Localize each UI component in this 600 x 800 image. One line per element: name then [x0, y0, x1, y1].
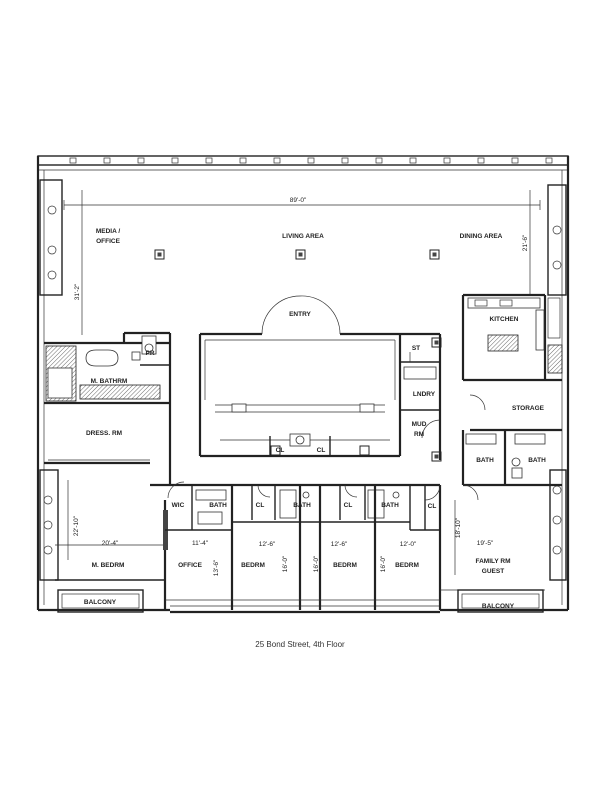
dim-family-depth: 18'-10" [455, 517, 462, 538]
label-cl-5: CL [428, 503, 437, 510]
label-m-bedrm: M. BEDRM [92, 562, 125, 569]
label-cl-4: CL [344, 502, 353, 509]
label-bedrm-2: BEDRM [333, 562, 357, 569]
label-cl-1: CL [276, 447, 285, 454]
dim-bedrm-1-width: 12'-6" [259, 541, 276, 548]
dimension-labels: 89'-0" 31'-2" 21'-6" 22'-10" 20'-4" 11'-… [73, 197, 529, 576]
dim-bedrm-2-depth: 16'-0" [313, 555, 320, 572]
label-entry: ENTRY [289, 311, 311, 318]
dim-family-width: 19'-5" [477, 540, 494, 547]
dim-m-bedrm-width: 20'-4" [102, 540, 119, 547]
label-living-area: LIVING AREA [282, 233, 324, 240]
label-bath-2: BATH [293, 502, 311, 509]
dim-left-depth: 31'-2" [74, 283, 81, 300]
dim-bedrm-1-depth: 16'-0" [282, 555, 289, 572]
label-bath-right-2: BATH [528, 457, 546, 464]
label-st: ST [412, 345, 420, 352]
label-bath-1: BATH [209, 502, 227, 509]
exterior-walls [36, 155, 570, 614]
plan-caption: 25 Bond Street, 4th Floor [255, 640, 345, 649]
label-media-office-2: OFFICE [96, 238, 120, 245]
dim-office-depth: 13'-6" [213, 559, 220, 576]
label-dining-area: DINING AREA [460, 233, 503, 240]
label-lndry: LNDRY [413, 391, 436, 398]
label-bedrm-1: BEDRM [241, 562, 265, 569]
label-balcony-right: BALCONY [482, 603, 515, 610]
balconies [57, 589, 544, 613]
label-media-office-1: MEDIA / [96, 228, 121, 235]
label-wic: WIC [172, 502, 185, 509]
columns [154, 249, 442, 462]
label-kitchen: KITCHEN [490, 316, 519, 323]
dim-bedrm-3-depth: 16'-0" [380, 555, 387, 572]
label-dress-rm: DRESS. RM [86, 430, 122, 437]
label-mud-rm-2: RM [414, 431, 424, 438]
label-cl-3: CL [256, 502, 265, 509]
label-bath-right-1: BATH [476, 457, 494, 464]
label-office: OFFICE [178, 562, 202, 569]
interior-walls [44, 190, 562, 610]
dim-m-bedrm-depth: 22'-10" [73, 515, 80, 536]
label-balcony-left: BALCONY [84, 599, 117, 606]
dim-bedrm-3-width: 12'-0" [400, 541, 417, 548]
facade-details [39, 179, 567, 581]
dim-right-depth: 21'-6" [522, 234, 529, 251]
label-cl-2: CL [317, 447, 326, 454]
label-storage: STORAGE [512, 405, 545, 412]
label-mud-rm-1: MUD [412, 421, 427, 428]
dim-bedrm-2-width: 12'-6" [331, 541, 348, 548]
label-bedrm-3: BEDRM [395, 562, 419, 569]
label-bath-3: BATH [381, 502, 399, 509]
label-guest: GUEST [482, 568, 504, 575]
label-family-rm: FAMILY RM [475, 558, 510, 565]
label-pr: PR [145, 350, 154, 357]
room-labels: MEDIA / OFFICE LIVING AREA DINING AREA E… [84, 228, 546, 610]
dim-overall-width: 89'-0" [290, 197, 307, 204]
dim-office-width: 11'-4" [192, 540, 209, 547]
label-m-bathrm: M. BATHRM [91, 378, 128, 385]
